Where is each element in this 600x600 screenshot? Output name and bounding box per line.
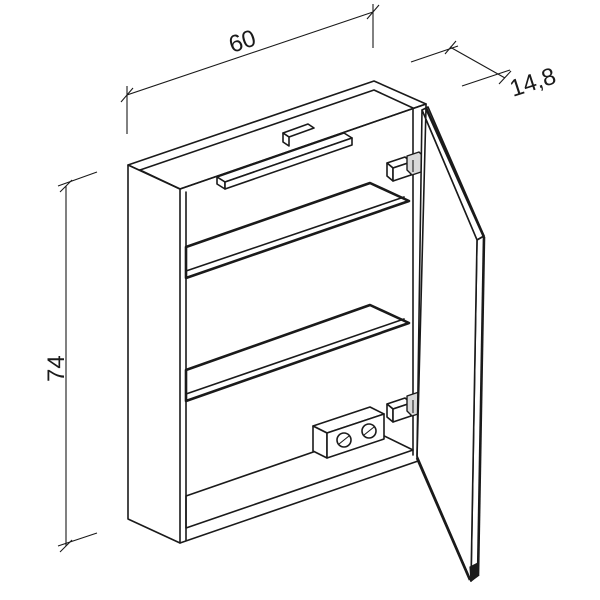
socket-left-icon bbox=[336, 432, 352, 448]
depth-dimension: 14,8 bbox=[410, 40, 560, 103]
width-label: 60 bbox=[226, 25, 260, 59]
shelf-lower bbox=[184, 303, 411, 403]
cabinet-body bbox=[127, 80, 427, 544]
socket-box bbox=[312, 406, 385, 459]
cabinet-door bbox=[415, 106, 486, 583]
depth-label: 14,8 bbox=[507, 63, 560, 103]
socket-right-icon bbox=[361, 423, 377, 439]
cabinet-left-side bbox=[127, 164, 181, 544]
shelf-upper bbox=[184, 181, 411, 280]
height-label: 74 bbox=[43, 355, 70, 382]
hinge-upper-icon bbox=[386, 151, 425, 182]
light-bar bbox=[216, 123, 353, 190]
cabinet-top bbox=[127, 80, 427, 190]
height-dimension: 74 bbox=[43, 171, 98, 553]
